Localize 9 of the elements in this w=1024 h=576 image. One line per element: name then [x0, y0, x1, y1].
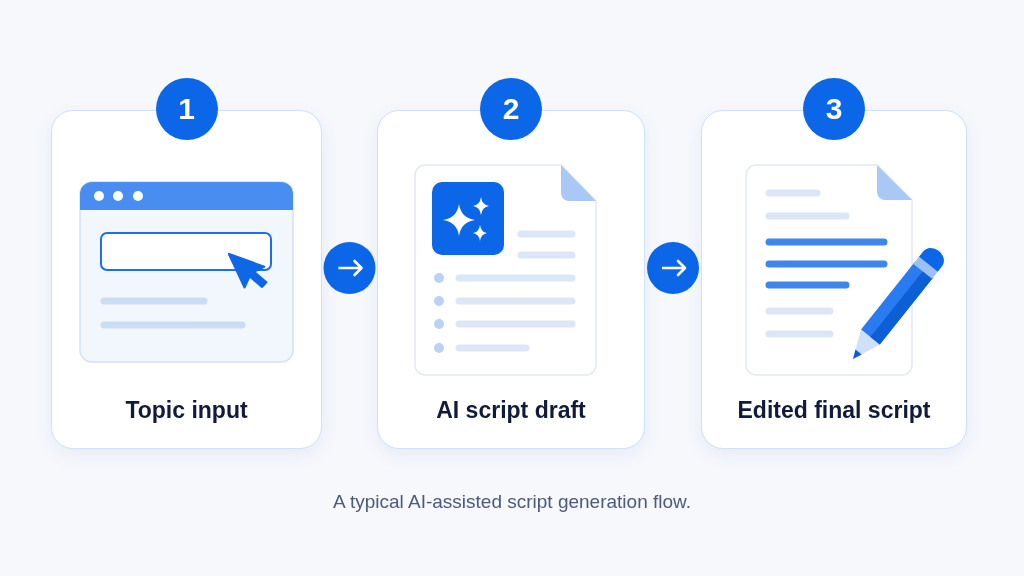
- caption: A typical AI-assisted script generation flow.: [333, 490, 691, 514]
- step-title: AI script draft: [436, 396, 586, 425]
- flow-arrow: [645, 242, 701, 294]
- step-title: Topic input: [125, 396, 248, 425]
- flow-arrow: [322, 242, 377, 294]
- step-number-badge: 1: [155, 78, 218, 140]
- step-number-badge: 2: [480, 78, 542, 140]
- step-title: Edited final script: [737, 396, 931, 425]
- step-number-badge: 3: [803, 78, 865, 140]
